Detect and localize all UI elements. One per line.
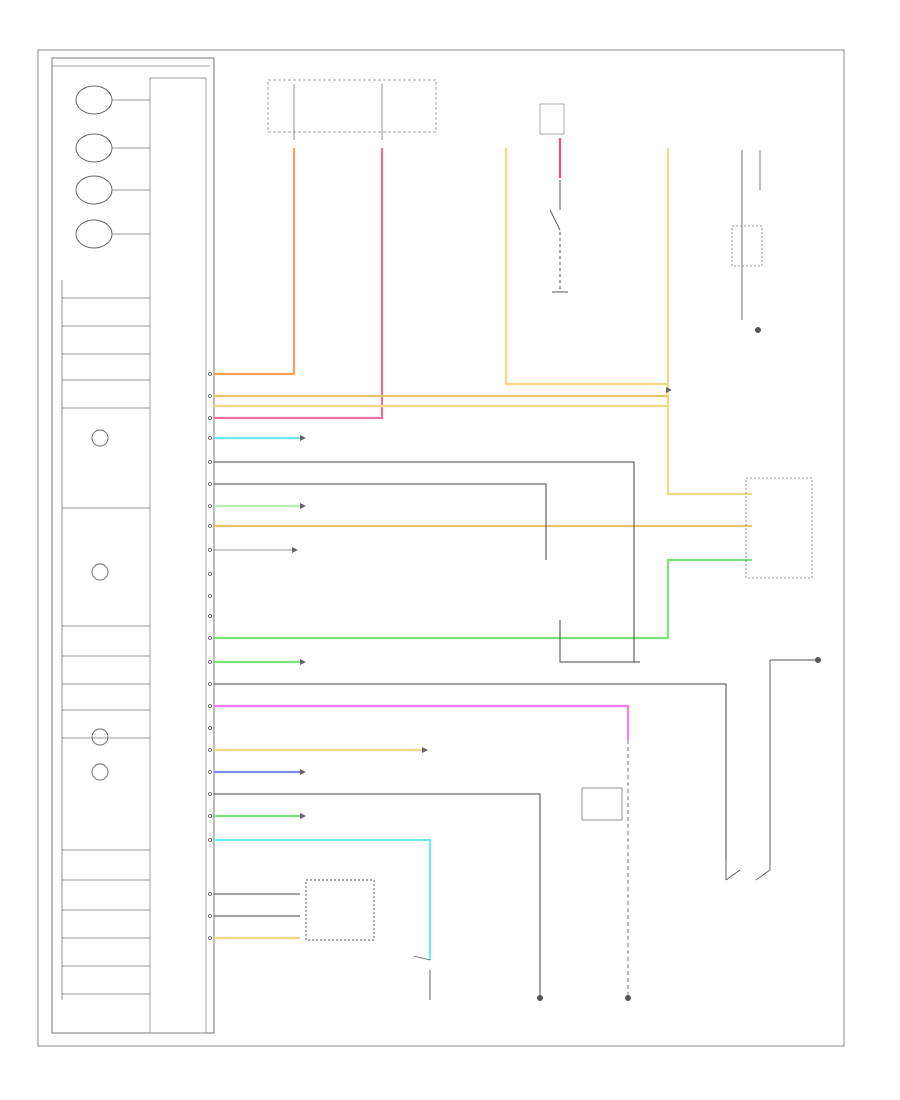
wire-cyan-2 xyxy=(214,838,432,960)
gauge-1 xyxy=(75,85,150,115)
right-components xyxy=(731,150,813,579)
brake-switch xyxy=(539,103,568,293)
ground-icon xyxy=(815,657,821,663)
cluster-inner-box xyxy=(149,77,207,1034)
wire-green-2 xyxy=(214,558,752,640)
ground-icon xyxy=(537,995,543,1001)
ground-icon xyxy=(625,995,631,1001)
cluster-pins xyxy=(208,372,212,940)
ignition-switch xyxy=(725,659,816,881)
wire-orange xyxy=(214,148,296,376)
arrow-heads xyxy=(292,387,672,819)
door-switch xyxy=(305,879,431,1000)
wire-dark-7 xyxy=(559,620,640,663)
ground-icon xyxy=(755,327,761,333)
indicator-lamps xyxy=(91,429,109,781)
gauge-3 xyxy=(75,175,150,205)
indicator-rows xyxy=(61,280,150,1000)
ground-symbols xyxy=(537,327,821,1001)
wire-dark-3 xyxy=(214,683,727,860)
wire-yellow-2 xyxy=(666,148,752,496)
indicator-lamp-icon xyxy=(91,728,109,746)
gauge-4 xyxy=(75,219,150,249)
fuel-sender xyxy=(581,740,629,996)
wire-dark-4 xyxy=(214,793,541,1000)
fuse-block xyxy=(267,79,437,140)
indicator-lamp-icon xyxy=(91,763,109,781)
wire-magenta xyxy=(214,704,630,740)
instrument-cluster xyxy=(51,57,215,1034)
indicator-lamp-icon xyxy=(91,429,109,447)
wire-pink xyxy=(214,148,384,420)
diagram-border xyxy=(37,49,845,1047)
wire-dark-1 xyxy=(214,461,635,662)
indicator-lamp-icon xyxy=(91,563,109,581)
gauge-2 xyxy=(75,133,150,163)
wires xyxy=(214,138,752,1000)
wire-dark-2 xyxy=(214,483,547,560)
wire-yellow xyxy=(504,148,668,386)
